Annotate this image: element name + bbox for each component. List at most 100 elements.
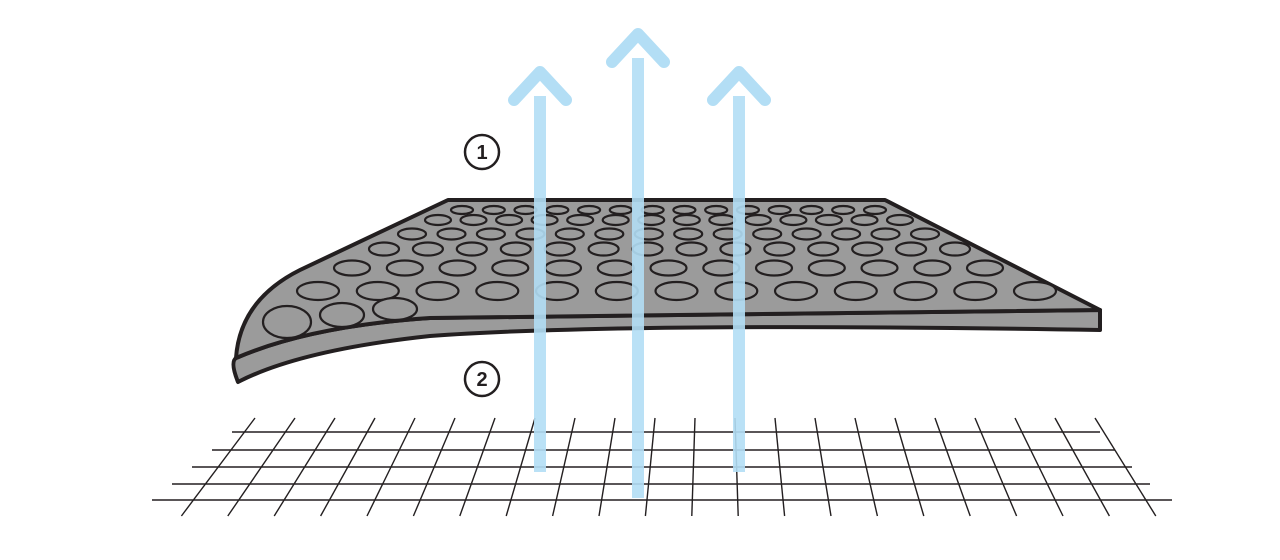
- mat-hole: [475, 227, 506, 241]
- grid-line: [974, 417, 1018, 517]
- mat-hole: [654, 280, 699, 302]
- mat-hole: [415, 280, 460, 302]
- mat-hole: [743, 213, 772, 227]
- mat-hole: [436, 227, 467, 241]
- airflow-arrow-right: [707, 66, 771, 472]
- marker-2: 2: [463, 360, 501, 398]
- airflow-arrow-center: [606, 28, 670, 498]
- mat-hole: [779, 213, 808, 227]
- mat-hole: [367, 241, 401, 257]
- arrow-shaft: [632, 58, 644, 498]
- mat-hole: [355, 280, 400, 302]
- mat-hole: [318, 301, 366, 329]
- mat-hole: [332, 259, 372, 277]
- airflow-arrows: [508, 28, 771, 498]
- grid-line: [227, 417, 296, 517]
- mat-hole: [385, 259, 424, 277]
- mat-hole: [608, 204, 633, 216]
- mat-hole: [807, 259, 846, 277]
- mat-hole: [708, 213, 737, 227]
- mat-hole: [513, 204, 538, 216]
- mat-hole: [481, 204, 506, 216]
- mat-hole: [554, 227, 585, 241]
- grid-line: [459, 417, 496, 517]
- grid-line: [691, 417, 696, 517]
- mat-hole: [704, 204, 729, 216]
- mat-hole: [566, 213, 595, 227]
- mat-hole: [587, 241, 620, 257]
- grid-line: [644, 417, 656, 517]
- grid-line: [1094, 417, 1157, 517]
- mat-hole: [807, 241, 840, 257]
- grid-line: [1054, 417, 1111, 517]
- mat-holes: [261, 204, 1058, 340]
- mat-hole: [851, 241, 884, 257]
- mat-hole: [885, 213, 915, 227]
- mat-hole: [545, 204, 570, 216]
- grid-line: [551, 417, 576, 517]
- mat-hole: [673, 227, 704, 241]
- mat-hole: [438, 259, 477, 277]
- grid-line: [366, 417, 416, 517]
- mat-hole: [831, 204, 856, 216]
- mat-hole: [640, 204, 665, 216]
- mat-hole: [752, 227, 783, 241]
- mat-hole: [261, 304, 313, 340]
- marker-2-label: 2: [476, 369, 487, 391]
- mat-hole: [543, 241, 576, 257]
- grid-line: [854, 417, 879, 517]
- mat-hole: [833, 280, 878, 302]
- marker-1: 1: [463, 133, 501, 171]
- marker-circle: [463, 360, 501, 398]
- mat-hole: [767, 204, 792, 216]
- mat-hole: [938, 241, 972, 257]
- grid-line: [412, 417, 456, 517]
- grid-line: [774, 417, 786, 517]
- mat-hole: [773, 280, 819, 302]
- grid-line: [180, 417, 256, 517]
- mat-hole: [576, 204, 602, 216]
- mat-hole: [499, 241, 532, 257]
- mat-hole: [953, 280, 998, 302]
- mat-hole: [601, 213, 630, 227]
- grid-line: [505, 417, 536, 517]
- mat-hole: [965, 259, 1005, 277]
- mat-hole: [594, 280, 639, 302]
- grid-line: [319, 417, 376, 517]
- mat-hole: [894, 241, 928, 257]
- arrow-shaft: [534, 96, 546, 472]
- mat-hole: [763, 241, 796, 257]
- mat-hole: [491, 259, 530, 277]
- mat-hole: [1012, 280, 1058, 302]
- mat-hole: [396, 227, 428, 241]
- mat-hole: [791, 227, 822, 241]
- marker-1-label: 1: [476, 142, 487, 164]
- mat-hole: [475, 280, 520, 302]
- mat-hole: [672, 204, 697, 216]
- arrow-head: [606, 28, 670, 68]
- mat-hole: [649, 259, 688, 277]
- mat-hole: [850, 213, 879, 227]
- arrow-shaft: [733, 96, 745, 472]
- mat-hole: [371, 296, 419, 322]
- mat-hole: [295, 280, 341, 302]
- mat-hole: [459, 213, 488, 227]
- grid-line: [934, 417, 971, 517]
- mat-hole: [870, 227, 901, 241]
- grid-line: [273, 417, 336, 517]
- mat-hole: [814, 213, 844, 227]
- mat-hole: [830, 227, 862, 241]
- mat-hole: [411, 241, 444, 257]
- mat-hole: [799, 204, 824, 216]
- airflow-arrow-left: [508, 66, 572, 472]
- mat-hole: [594, 227, 625, 241]
- mat-hole: [893, 280, 938, 302]
- mat-hole: [495, 213, 524, 227]
- mat-hole: [672, 213, 701, 227]
- mat-hole: [913, 259, 952, 277]
- mat-hole: [423, 213, 453, 227]
- grid-line: [894, 417, 925, 517]
- mat-hole: [909, 227, 941, 241]
- grid-line: [814, 417, 832, 517]
